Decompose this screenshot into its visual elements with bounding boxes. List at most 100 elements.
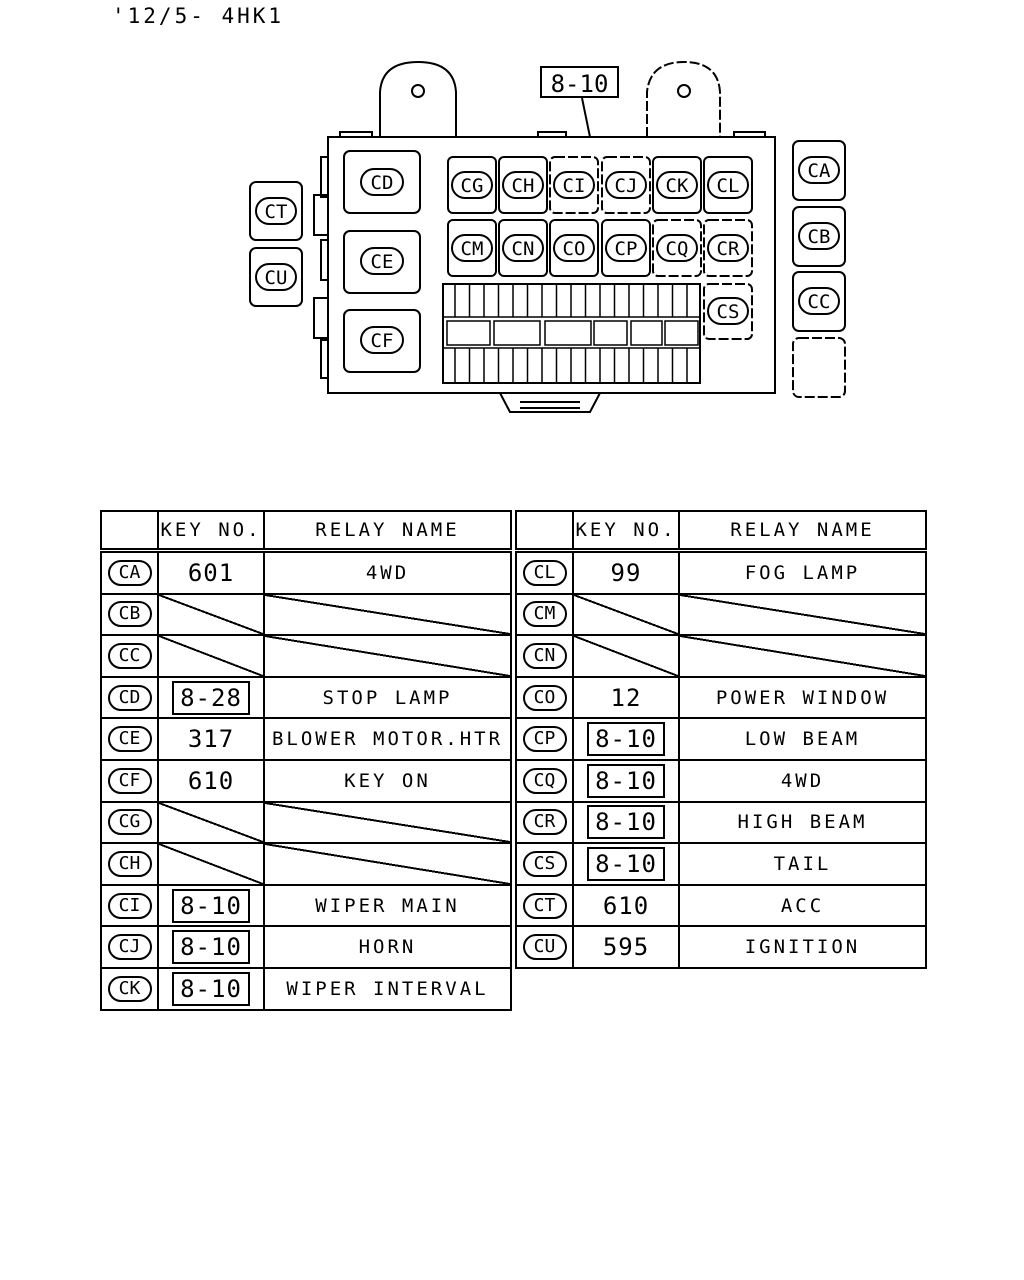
- relay-name-cell: ACC: [678, 883, 927, 928]
- key-no-cell: [157, 842, 265, 886]
- key-reference-box: 8-10: [172, 930, 250, 965]
- relay-code-badge: CT: [522, 892, 567, 919]
- page-header-code: '12/5- 4HK1: [112, 4, 285, 28]
- key-no-cell: 8-10: [572, 758, 680, 803]
- relay-pill-cj: [605, 171, 647, 199]
- table-row: CM: [515, 592, 927, 637]
- relay-name-cell: HORN: [263, 925, 512, 969]
- relay-slot-cq: [652, 219, 702, 277]
- table-row: CB: [100, 592, 512, 637]
- relay-name-cell: 4WD: [263, 549, 512, 595]
- key-no-cell: 610: [572, 883, 680, 928]
- relay-label-cj: CJ: [615, 175, 638, 197]
- header-relay-name: RELAY NAME: [678, 510, 927, 553]
- relay-label-cq: CQ: [666, 238, 689, 260]
- relay-code-badge: CQ: [522, 767, 567, 794]
- relay-code-cell: CS: [515, 842, 574, 886]
- bottom-connector: [499, 392, 601, 413]
- relay-pill-cq: [656, 234, 698, 262]
- relay-pill-ch: [502, 171, 544, 199]
- relay-code-cell: CQ: [515, 758, 574, 803]
- relay-label-cg: CG: [461, 175, 484, 197]
- key-no-cell: 8-10: [157, 966, 265, 1011]
- header-key-no: KEY NO.: [157, 510, 265, 553]
- relay-slot-cr: [703, 219, 753, 277]
- relay-code-badge: CJ: [107, 934, 152, 961]
- relay-label-ct: CT: [265, 201, 288, 223]
- relay-code-cell: CO: [515, 675, 574, 720]
- relay-name-cell: IGNITION: [678, 925, 927, 969]
- relay-code-cell: CF: [100, 758, 159, 803]
- relay-pill-cp: [605, 234, 647, 262]
- relay-code-badge: CP: [522, 726, 567, 753]
- key-no-cell: 8-10: [572, 800, 680, 845]
- relay-slot-ck: [652, 156, 702, 214]
- relay-pill-cc: [798, 287, 840, 315]
- table-row: CN: [515, 634, 927, 678]
- relay-slot-cm: [447, 219, 497, 277]
- relay-label-cl: CL: [717, 175, 740, 197]
- relay-label-cr: CR: [717, 238, 740, 260]
- relay-label-cf: CF: [371, 330, 394, 352]
- relay-code-badge: CL: [522, 559, 567, 586]
- relay-name-cell: [263, 800, 512, 845]
- key-reference-box: 8-28: [172, 680, 250, 715]
- key-no-cell: 8-10: [157, 925, 265, 969]
- relay-name-cell: POWER WINDOW: [678, 675, 927, 720]
- relay-code-badge: CE: [107, 726, 152, 753]
- table-row: CJ 8-10 HORN: [100, 925, 512, 969]
- relay-name-cell: FOG LAMP: [678, 549, 927, 595]
- relay-pill-cu: [255, 263, 297, 291]
- relay-name-cell: 4WD: [678, 758, 927, 803]
- relay-code-cell: CM: [515, 592, 574, 637]
- relay-label-ck: CK: [666, 175, 689, 197]
- relay-code-cell: CB: [100, 592, 159, 637]
- table-row: CG: [100, 800, 512, 845]
- relay-code-badge: CG: [107, 809, 152, 836]
- relay-code-cell: CH: [100, 842, 159, 886]
- relay-pill-cg: [451, 171, 493, 199]
- relay-name-cell: BLOWER MOTOR.HTR: [263, 717, 512, 761]
- key-no-cell: 8-10: [157, 883, 265, 928]
- relay-slot-cl: [703, 156, 753, 214]
- relay-label-cs: CS: [717, 301, 740, 323]
- key-no-cell: [157, 634, 265, 678]
- relay-slot-ci: [549, 156, 599, 214]
- relay-pill-cb: [798, 222, 840, 250]
- relay-code-badge: CK: [107, 975, 152, 1002]
- relay-name-cell: WIPER MAIN: [263, 883, 512, 928]
- relay-name-cell: [263, 592, 512, 637]
- relay-code-cell: CL: [515, 549, 574, 595]
- relay-name-cell: [263, 842, 512, 886]
- relay-code-badge: CA: [107, 559, 152, 586]
- relay-pill-ck: [656, 171, 698, 199]
- relay-slot-cj: [601, 156, 651, 214]
- header-code-col: [515, 510, 574, 553]
- relay-code-badge: CD: [107, 684, 152, 711]
- relay-code-badge: CN: [522, 642, 567, 669]
- relay-label-cm: CM: [461, 238, 484, 260]
- mount-ear-left: [379, 60, 457, 137]
- header-key-no: KEY NO.: [572, 510, 680, 553]
- relay-label-cp: CP: [615, 238, 638, 260]
- key-reference-box: 8-10: [172, 888, 250, 923]
- spare-relay-slot: [792, 337, 846, 398]
- relay-label-cc: CC: [808, 291, 831, 313]
- key-no-cell: 601: [157, 549, 265, 595]
- key-no-cell: 8-10: [572, 717, 680, 761]
- relay-code-cell: CC: [100, 634, 159, 678]
- relay-pill-ca: [798, 156, 840, 184]
- relay-name-cell: [678, 592, 927, 637]
- relay-name-cell: TAIL: [678, 842, 927, 886]
- relay-name-cell: [263, 634, 512, 678]
- relay-code-badge: CI: [107, 892, 152, 919]
- key-no-cell: [572, 634, 680, 678]
